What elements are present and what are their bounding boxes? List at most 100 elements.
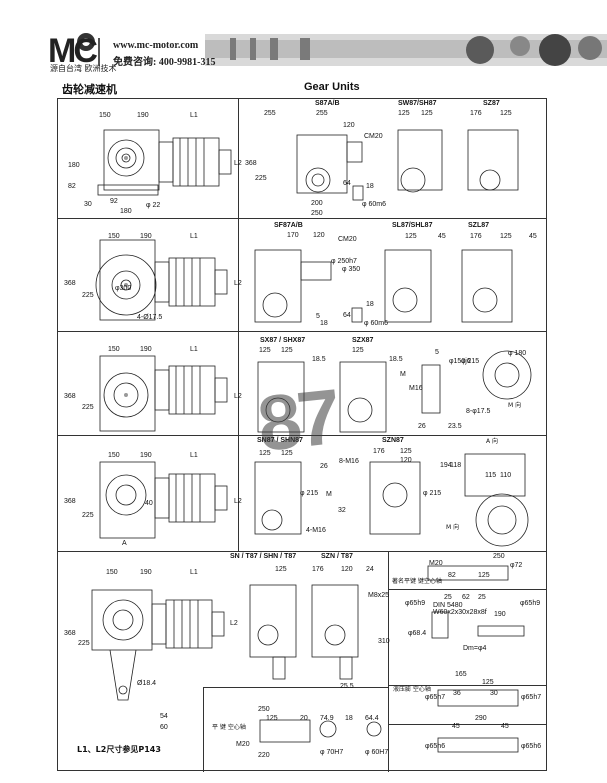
dim-l2: L2 [234, 393, 242, 400]
dim-shaft-spline: W60x2x30x28x8f [433, 609, 487, 616]
dim-h2-165: 165 [455, 671, 467, 678]
section-title-cn: 齿轮减速机 [62, 83, 117, 96]
dim-368: 368 [64, 630, 76, 637]
label-szx87: SZX87 [352, 337, 374, 344]
dim-a-110: 110 [500, 472, 512, 479]
dim-a-118: 118 [450, 462, 462, 469]
dim-190: 190 [140, 452, 152, 459]
dim-h2-125: 125 [482, 679, 494, 686]
dim-a-115: 115 [485, 472, 497, 479]
col-divider [203, 687, 204, 772]
dim-snt-25-5: 25.5 [340, 683, 354, 690]
dim-szx87-18-5: 18.5 [389, 356, 403, 363]
dim-flange-phi180: φ 180 [508, 350, 527, 357]
dim-h3-phi65a: φ65h6 [425, 743, 446, 750]
row-divider [388, 685, 546, 686]
dim-sf87-18: 18 [320, 320, 328, 327]
dim-h3-phi65b: φ65h6 [521, 743, 542, 750]
m-view-label-2: M 向 [446, 524, 460, 531]
section-title-en: Gear Units [304, 81, 360, 93]
header-banner-graphic [77, 33, 607, 66]
dim-s87-225: 225 [255, 175, 267, 182]
dim-key-20: 20 [300, 715, 308, 722]
dim-phi300: φ300 [115, 285, 132, 292]
dim-flange-phi215: φ 215 [461, 358, 480, 365]
dim-s87-255a: 255 [264, 110, 276, 117]
dim-snt-176: 176 [312, 566, 324, 573]
dim-sf87-5: 5 [316, 313, 320, 320]
dim-sf87-64: 64 [343, 312, 351, 319]
dim-szl87-125: 125 [500, 233, 512, 240]
dim-key-phi60: φ 60H7 [365, 749, 389, 756]
row-divider [388, 589, 546, 590]
dim-368: 368 [64, 280, 76, 287]
footer-note: L1、L2尺寸参见P143 [77, 745, 161, 754]
dim-40: 40 [145, 500, 153, 507]
dim-key-220: 220 [258, 752, 270, 759]
dim-225: 225 [78, 640, 90, 647]
col-divider [238, 99, 239, 551]
dim-sl87-125: 125 [405, 233, 417, 240]
dim-sx87-125b: 125 [281, 347, 293, 354]
row-divider [58, 435, 546, 436]
dim-szn87-120: 120 [400, 457, 412, 464]
dim-s87-cm20: CM20 [364, 133, 383, 140]
dim-sn87-32: 32 [338, 507, 346, 514]
dim-snt-125: 125 [275, 566, 287, 573]
dim-150: 150 [108, 452, 120, 459]
dim-150: 150 [108, 233, 120, 240]
label-sx87: SX87 / SHX87 [260, 337, 306, 344]
dim-sz87-125: 125 [500, 110, 512, 117]
dim-szn87-phi215: φ 215 [423, 490, 442, 497]
website-url[interactable]: www.mc-motor.com [113, 40, 199, 51]
dim-h2-phi65a: φ65h7 [425, 694, 446, 701]
dim-szl87-176: 176 [470, 233, 482, 240]
dim-sz87-176: 176 [470, 110, 482, 117]
dim-190: 190 [140, 346, 152, 353]
dim-snt-120: 120 [341, 566, 353, 573]
dim-l1: L1 [190, 452, 198, 459]
dim-snt-310: 310 [378, 638, 390, 645]
dim-sn87-m: M [326, 491, 332, 498]
dim-szn87-125: 125 [400, 448, 412, 455]
dim-s87-120: 120 [343, 122, 355, 129]
dim-sf87-120: 120 [313, 232, 325, 239]
dim-sf87-cm20: CM20 [338, 236, 357, 243]
dim-flange-23-5: 23.5 [448, 423, 462, 430]
dim-h3-45a: 45 [452, 723, 460, 730]
hotline-text: 免费咨询: 400-9981-315 [113, 57, 216, 68]
dim-flange-26: 26 [418, 423, 426, 430]
dim-4-holes: 4-Ø17.5 [137, 314, 163, 321]
dim-sn87-26: 26 [320, 463, 328, 470]
m-view-label: M 向 [508, 402, 522, 409]
dim-h2-36: 36 [453, 690, 461, 697]
label-sz87: SZ87 [483, 100, 500, 107]
row-divider [58, 551, 546, 552]
dim-shaft-62: 62 [462, 594, 470, 601]
dim-sw87-125b: 125 [421, 110, 433, 117]
row-divider [58, 218, 546, 219]
dim-flange-m16: M16 [409, 385, 423, 392]
dim-h2-30: 30 [490, 690, 498, 697]
dim-shaft-m20: M20 [429, 560, 443, 567]
dim-s87-250: 250 [311, 210, 323, 217]
dim-s87-18: 18 [366, 183, 374, 190]
dim-shaft-25b: 25 [478, 594, 486, 601]
brand-slogan: 源自台湾 欧洲技术 [50, 64, 117, 73]
dim-shaft-phi65h9: φ65h9 [520, 600, 541, 607]
dim-szx87-125: 125 [352, 347, 364, 354]
dim-flange-phi150: φ150j6 [449, 358, 471, 365]
dim-sx87-18-5: 18.5 [312, 356, 326, 363]
dim-190: 190 [140, 569, 152, 576]
hollow2-label: 液压膨 空心轴 [393, 686, 431, 693]
dim-key-phi70: φ 70H7 [320, 749, 344, 756]
dim-180: 180 [68, 162, 80, 169]
dim-sn87-8m16: 8-M16 [339, 458, 359, 465]
label-szn-t87: SZN / T87 [321, 553, 353, 560]
dim-l2: L2 [234, 280, 242, 287]
dim-h3-290: 290 [475, 715, 487, 722]
dim-l2: L2 [234, 498, 242, 505]
row-divider [58, 331, 546, 332]
key-shaft-label: 平 键 空心轴 [212, 724, 246, 731]
dim-phi18-4: Ø18.4 [137, 680, 157, 687]
